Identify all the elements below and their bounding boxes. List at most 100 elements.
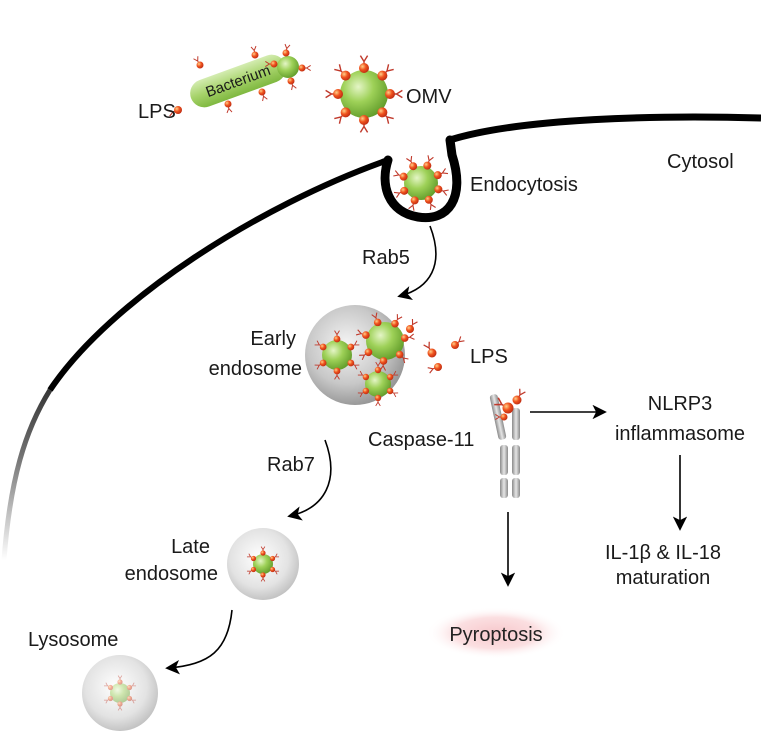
omv-body [340, 70, 388, 118]
lps-head [319, 359, 327, 367]
nlrp3-label-line2: inflammasome [615, 423, 745, 445]
early-endosome-vesicle-1 [322, 340, 352, 370]
lps-head [347, 359, 355, 367]
lps-head [386, 387, 394, 395]
lps-head [333, 89, 343, 99]
lps-head [117, 679, 123, 685]
early-endosome-vesicle-2 [366, 322, 404, 360]
lps-molecule [377, 64, 394, 81]
lps-head [406, 325, 414, 333]
lps-head [298, 64, 306, 72]
lps-molecule [391, 314, 403, 328]
lps-head [340, 70, 351, 81]
lps-molecule [287, 77, 297, 91]
lps-molecule [224, 100, 233, 114]
lps-head [126, 695, 133, 702]
lps-head [379, 357, 388, 365]
lps-molecule [167, 106, 182, 117]
lysosome-label: Lysosome [28, 629, 118, 651]
lps-molecule [250, 45, 259, 59]
lysosome-vesicle [110, 683, 130, 703]
lps-molecule [314, 359, 327, 370]
il-label-line1: IL-1β & IL-18 [605, 542, 721, 564]
lps-molecule [334, 107, 351, 124]
lps-molecule [103, 682, 114, 691]
lps-head [385, 89, 395, 99]
lps-molecule [386, 370, 399, 381]
lps-head [500, 413, 508, 421]
lps-head [434, 363, 442, 371]
lps-head [410, 196, 419, 205]
lps-molecule [494, 397, 514, 414]
rab7-label: Rab7 [267, 454, 315, 476]
caspase-11 [489, 388, 526, 498]
lps-molecule [314, 340, 327, 351]
lysosome [82, 655, 158, 731]
lps-head [424, 195, 433, 204]
late-endosome [227, 528, 299, 600]
plasma-membrane [1, 113, 761, 561]
lps-head [374, 366, 382, 374]
early-endosome-vesicle-3 [365, 371, 391, 397]
lps-head [434, 185, 443, 194]
lps-head [399, 172, 408, 181]
early-endosome [305, 305, 415, 407]
lps-molecule [434, 185, 449, 196]
lps-head [400, 334, 409, 342]
lps-label-top: LPS [138, 101, 176, 123]
lps-head [386, 373, 394, 381]
lps-head [340, 107, 351, 118]
lps-molecule [260, 546, 266, 556]
lps-head [107, 684, 114, 691]
lps-molecule [427, 363, 442, 374]
omv [325, 55, 403, 133]
lps-molecule [193, 56, 204, 69]
lps-molecule [406, 155, 418, 171]
lps-molecule [260, 572, 266, 582]
caspase-11-bound-lps-group [494, 388, 526, 421]
lps-head [282, 49, 290, 57]
lps-head [373, 318, 382, 327]
lps-molecule [379, 357, 388, 371]
lps-molecule [298, 64, 311, 72]
lps-head [359, 63, 369, 73]
membrane-arc-fade [1, 388, 53, 561]
lps-molecule [347, 359, 360, 370]
lps-head [451, 341, 459, 349]
caspase-11-chain-left-bottom [500, 478, 508, 498]
lps-molecule [377, 107, 394, 124]
lps-head [117, 701, 123, 707]
lps-head [224, 100, 232, 108]
caspase-11-chain-left-top [489, 394, 507, 440]
lps-molecule [357, 387, 370, 398]
lps-molecule [495, 413, 508, 421]
lps-head [395, 350, 404, 359]
bacterium-bud [277, 56, 299, 78]
early-endosome-lps-group [314, 312, 415, 407]
lps-molecule [393, 170, 408, 181]
lps-molecule [258, 88, 268, 102]
caspase-11-chain-right-bottom [512, 478, 520, 498]
lps-head [251, 51, 259, 59]
lps-molecule [359, 55, 369, 73]
lps-molecule [347, 340, 360, 351]
lps-head [427, 348, 437, 358]
lps-head [287, 77, 295, 85]
late-endosome-vesicle [253, 554, 273, 574]
lps-molecule [433, 168, 449, 180]
lps-head [423, 161, 432, 170]
lps-head [400, 186, 409, 195]
lps-molecule [395, 350, 409, 364]
lps-molecule [117, 701, 123, 711]
lps-head [374, 394, 382, 402]
lps-head [250, 566, 257, 573]
lps-head [260, 572, 266, 578]
rab5-label: Rab5 [362, 247, 410, 269]
lps-molecule [512, 388, 526, 405]
lps-head [364, 348, 373, 357]
lps-head [377, 107, 388, 118]
lps-molecule [269, 566, 280, 575]
early-endosome-label-line1: Early [250, 328, 296, 350]
free-lps-group [406, 318, 465, 374]
